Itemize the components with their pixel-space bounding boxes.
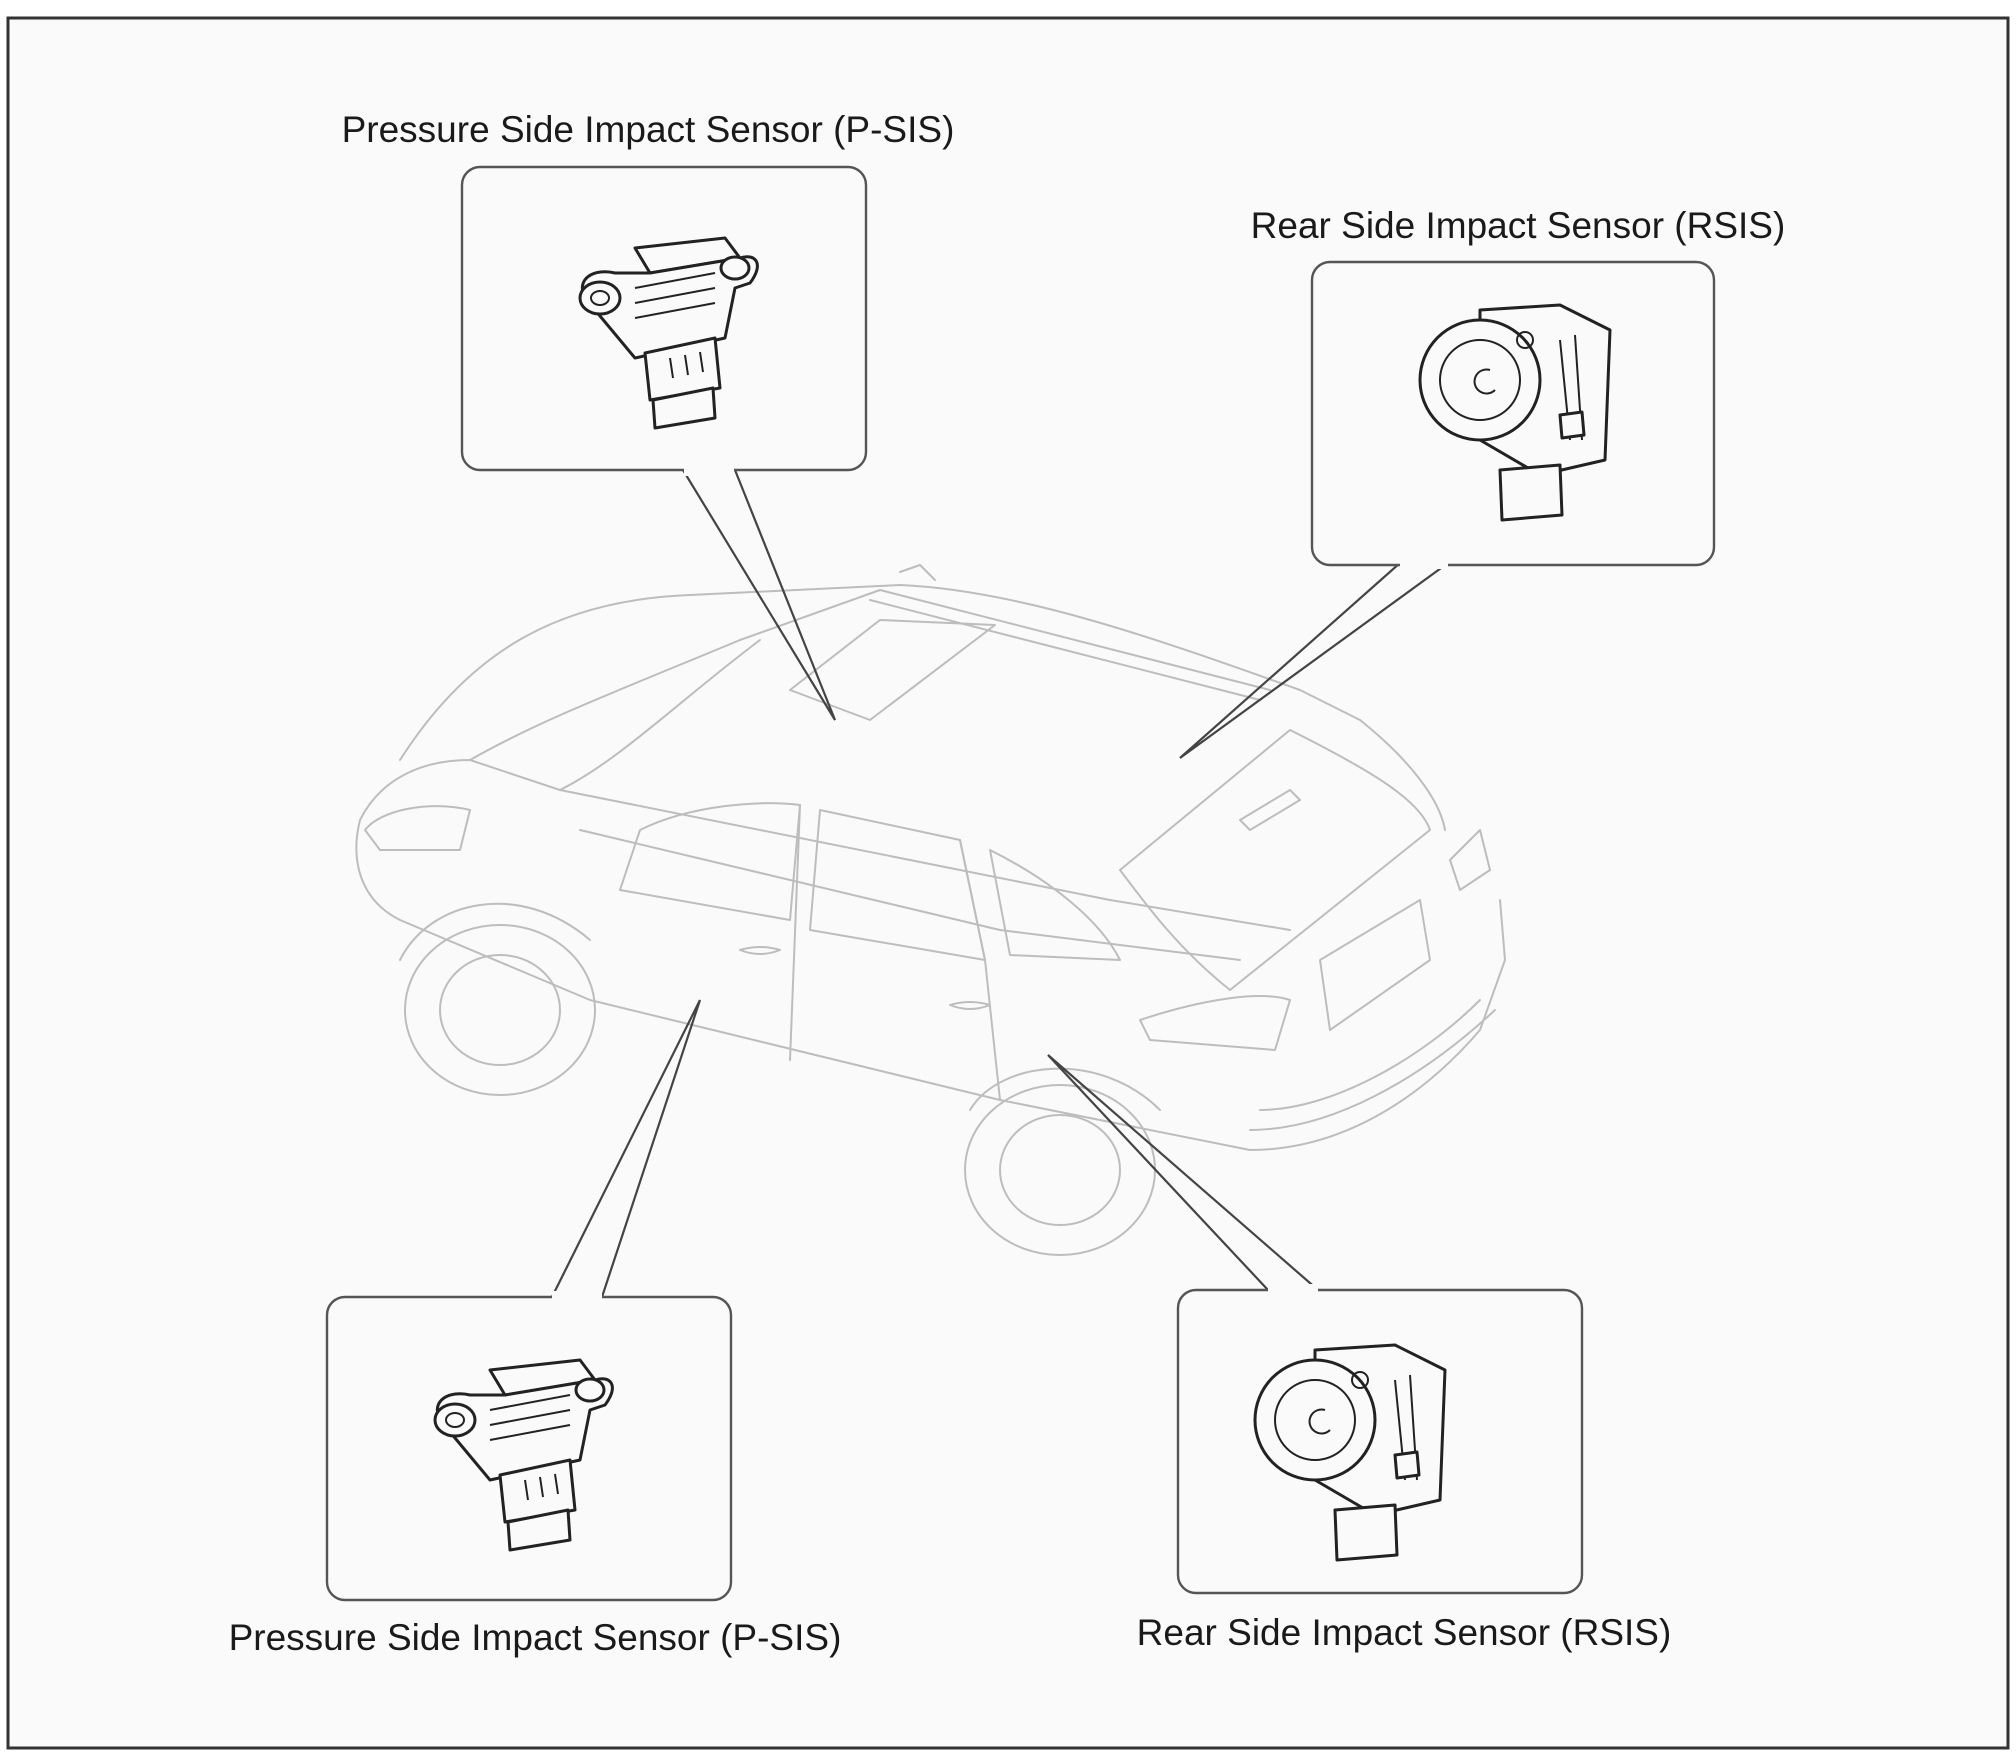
label-rsis-top: Rear Side Impact Sensor (RSIS)	[1251, 205, 1786, 246]
rsis-sensor-icon	[1253, 1343, 1447, 1562]
leader-psis-door	[551, 999, 702, 1298]
callout-psis-door	[325, 1291, 733, 1602]
callout-rsis-rear	[1176, 1284, 1584, 1595]
psis-sensor-icon	[433, 1358, 614, 1552]
leader-rsis-top	[1179, 562, 1449, 759]
callout-psis-front	[460, 165, 868, 476]
callout-rsis-top	[1310, 260, 1716, 569]
front-wheel	[404, 924, 596, 1096]
callout-leaders	[551, 469, 1449, 1298]
label-psis-door: Pressure Side Impact Sensor (P-SIS)	[229, 1617, 842, 1658]
label-psis-front: Pressure Side Impact Sensor (P-SIS)	[342, 109, 955, 150]
vehicle-illustration	[355, 564, 1506, 1256]
psis-sensor-icon	[578, 236, 759, 430]
label-rsis-rear: Rear Side Impact Sensor (RSIS)	[1137, 1612, 1672, 1653]
sunroof	[789, 619, 996, 721]
leader-rsis-rear	[1047, 1054, 1319, 1291]
leader-psis-front	[682, 469, 837, 721]
rsis-sensor-icon	[1418, 303, 1612, 522]
front-door-handle	[739, 946, 781, 955]
rear-door-handle	[949, 1001, 991, 1010]
